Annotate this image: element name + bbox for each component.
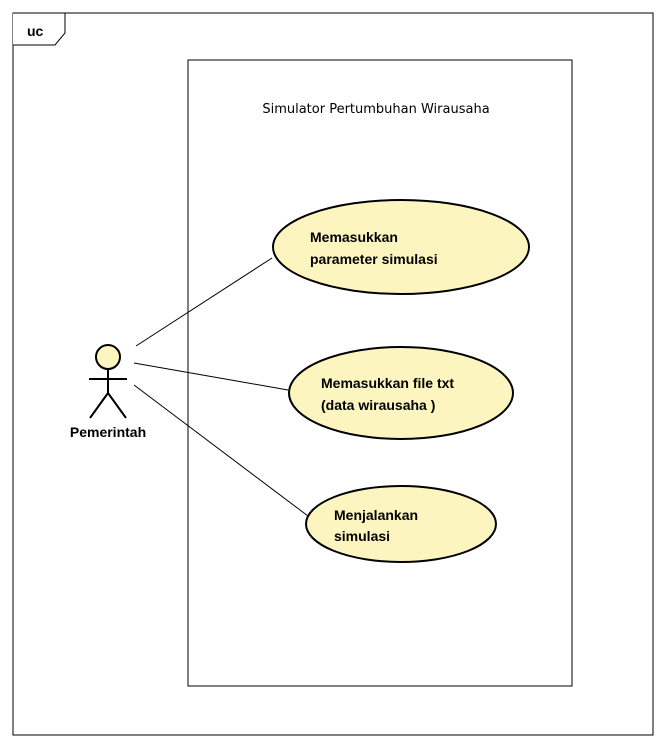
use-case-3-line-2: simulasi: [334, 528, 390, 544]
frame-label: uc: [27, 23, 44, 39]
association-line-2: [133, 362, 289, 391]
actor-pemerintah[interactable]: Pemerintah: [70, 344, 146, 440]
use-case-1-line-1: Memasukkan: [310, 229, 398, 245]
actor-label: Pemerintah: [70, 424, 146, 440]
use-case-2[interactable]: Memasukkan file txt (data wirausaha ): [288, 346, 514, 440]
use-case-3-ellipse: [305, 485, 497, 563]
use-case-3[interactable]: Menjalankan simulasi: [305, 485, 497, 563]
association-line-1: [135, 257, 273, 347]
association-line-3: [133, 384, 309, 517]
use-case-3-line-1: Menjalankan: [334, 507, 418, 523]
use-case-2-line-2: (data wirausaha ): [321, 397, 435, 413]
frame-tab: [13, 12, 66, 46]
use-case-2-ellipse: [288, 346, 514, 440]
actor-head: [95, 344, 121, 370]
use-case-1-line-2: parameter simulasi: [310, 251, 438, 267]
use-case-2-line-1: Memasukkan file txt: [321, 375, 454, 391]
system-title: Simulator Pertumbuhan Wirausaha: [262, 102, 489, 117]
actor-right-leg: [107, 392, 127, 419]
actor-left-leg: [89, 392, 109, 419]
use-case-1[interactable]: Memasukkan parameter simulasi: [272, 199, 530, 295]
use-case-1-ellipse: [272, 199, 530, 295]
